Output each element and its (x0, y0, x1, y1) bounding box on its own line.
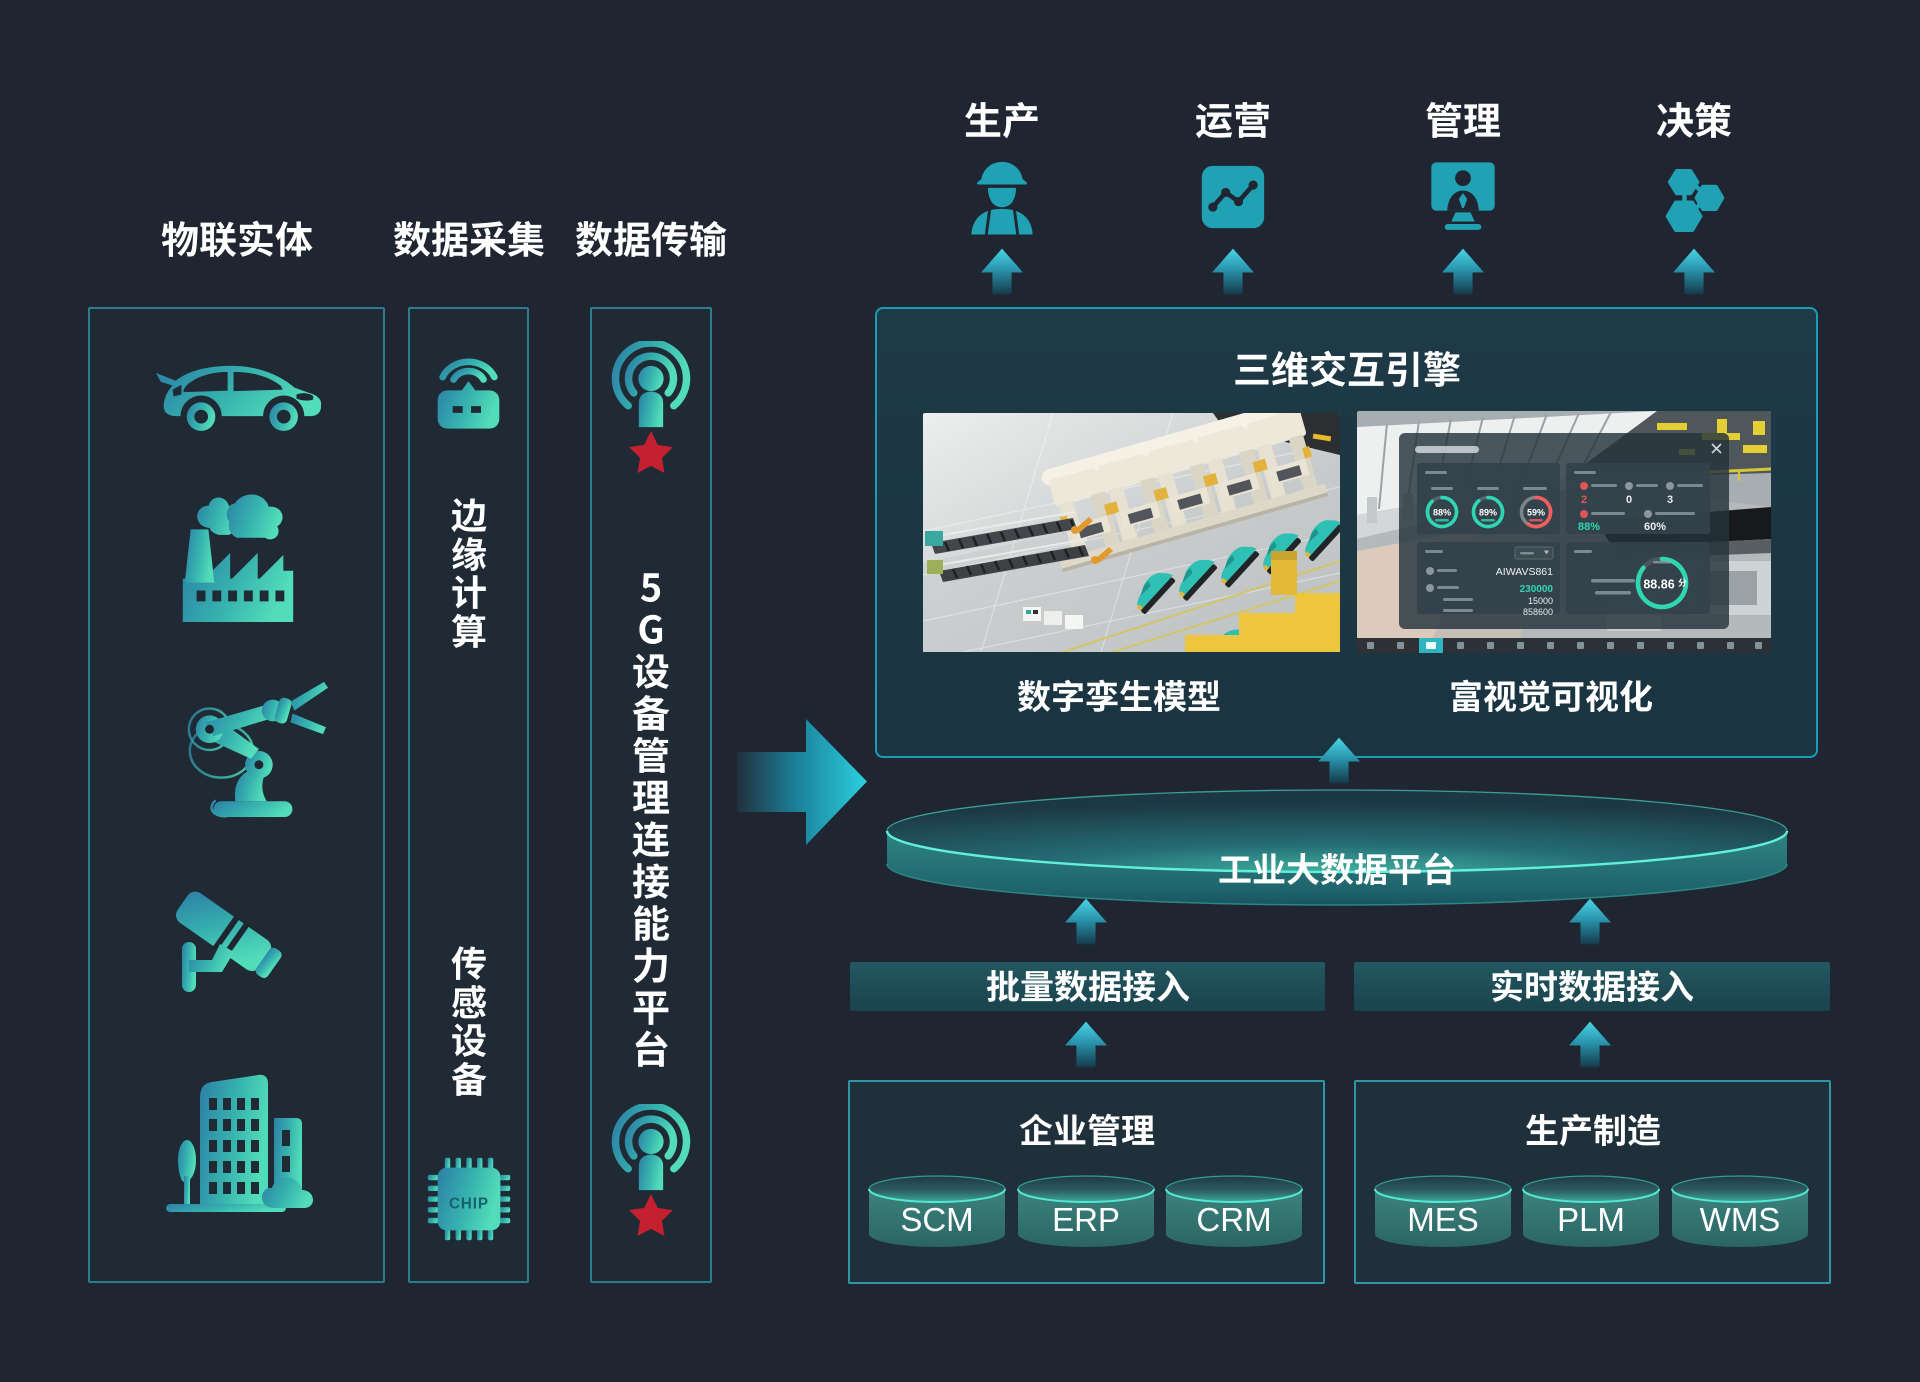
output-hexagon-cluster (1663, 162, 1727, 237)
score-unit: 分 (1676, 576, 1688, 588)
chip-label: CHIP (449, 1195, 489, 1212)
transmit-star-top (629, 431, 673, 478)
system-label: MES (1407, 1201, 1479, 1238)
column-header-data-transmission: 数据传输 (560, 219, 742, 259)
car-icon (155, 365, 322, 431)
platform-disc (885, 789, 1789, 906)
rate-value-2: 60% (1644, 521, 1666, 533)
dash-card-device: AIWAVS861 230000 15000 858600 (1417, 542, 1560, 617)
ingest-label-batch: 批量数据接入 (850, 968, 1325, 1004)
system-label: SCM (900, 1201, 973, 1238)
flow-up-arrow (1212, 248, 1254, 295)
antenna-5g-icon (611, 339, 691, 428)
dash-card-alerts: 2 0 3 88% 60% (1566, 463, 1710, 534)
platform-label: 工业大数据平台 (1080, 851, 1594, 887)
shot-visualization: 88% 89% 59% 2 0 3 88% 60% AIWAVS861 2300… (1357, 411, 1771, 658)
collect-item-chip: CHIP (426, 1154, 512, 1249)
output-worker (969, 158, 1035, 240)
dash-card-score: 88.86 (1566, 542, 1710, 614)
collect-item-edge-router (431, 352, 506, 437)
star-icon (629, 431, 673, 473)
database-cylinder: SCM (868, 1175, 1006, 1247)
transmit-star-bottom (629, 1194, 673, 1241)
city-buildings-icon (166, 1074, 313, 1212)
monitor-person-icon (1431, 162, 1495, 230)
iot-item-car (148, 360, 325, 438)
metric-value-1: 230000 (1520, 584, 1554, 595)
device-model-value: AIWAVS861 (1496, 566, 1553, 578)
output-label-worker: 生产 (922, 101, 1082, 139)
label-edge-computing: 边缘计算 (450, 496, 487, 650)
iot-item-cctv-camera (168, 880, 300, 1011)
label-5g-platform: 5G设备管理连接能力平台 (632, 566, 670, 1070)
output-label-line-chart: 运营 (1153, 101, 1313, 139)
caption-digital-twin: 数字孪生模型 (910, 678, 1327, 714)
iot-item-robot-arm (172, 672, 330, 825)
flow-up-arrow (1065, 898, 1107, 945)
visualization-screenshot: 88% 89% 59% 2 0 3 88% 60% AIWAVS861 2300… (1357, 411, 1771, 653)
ingest-label-realtime: 实时数据接入 (1354, 968, 1830, 1004)
flow-up-arrow (1569, 1021, 1611, 1068)
metric-value-2: 15000 (1528, 596, 1553, 606)
iot-item-factory (170, 488, 305, 631)
database-cylinder: ERP (1017, 1175, 1155, 1247)
flow-up-arrow (1318, 737, 1360, 784)
transmit-antenna-bottom (608, 1102, 694, 1199)
metric-value-3: 858600 (1523, 607, 1553, 617)
caption-visualization: 富视觉可视化 (1344, 678, 1758, 714)
flow-up-arrow (1673, 248, 1715, 295)
system-label: CRM (1196, 1201, 1271, 1238)
column-header-iot-entities: 物联实体 (88, 219, 385, 259)
rate-value-1: 88% (1578, 521, 1600, 533)
ingest-bar-realtime (1354, 962, 1830, 1011)
factory-icon (182, 494, 294, 623)
output-label-monitor-person: 管理 (1383, 101, 1543, 139)
output-monitor-person (1428, 158, 1498, 240)
line-chart-icon (1201, 165, 1265, 229)
flow-up-arrow (1442, 248, 1484, 295)
antenna-5g-icon (611, 1102, 691, 1191)
dash-card-staff: 88% 89% 59% (1417, 463, 1560, 534)
counter-value-1: 2 (1581, 494, 1587, 506)
column-header-data-collection: 数据采集 (393, 219, 544, 259)
chip-icon: CHIP (427, 1157, 511, 1241)
counter-value-3: 3 (1667, 494, 1673, 506)
cctv-camera-icon (175, 891, 282, 992)
gauge-value-3: 59% (1527, 507, 1545, 517)
label-sensor-devices: 传感设备 (450, 944, 487, 1098)
digital-twin-screenshot (923, 413, 1340, 657)
flow-up-arrow (1065, 1021, 1107, 1068)
gauge-value-2: 89% (1479, 507, 1497, 517)
chip-pins (427, 1157, 511, 1241)
system-label: PLM (1557, 1201, 1625, 1238)
data-collection-box (408, 307, 529, 1283)
edge-router-icon (437, 358, 500, 429)
toolbar-icons (1367, 642, 1762, 649)
source-title-enterprise: 企业管理 (848, 1112, 1325, 1148)
database-cylinder: MES (1374, 1175, 1512, 1247)
engine-panel-title: 三维交互引擎 (875, 349, 1818, 389)
database-cylinder: WMS (1671, 1175, 1809, 1247)
hexagon-cluster-icon (1665, 169, 1725, 232)
output-line-chart (1200, 164, 1266, 235)
source-title-manufacturing: 生产制造 (1354, 1112, 1831, 1148)
star-icon (629, 1194, 673, 1236)
output-label-hexagon-cluster: 决策 (1614, 101, 1774, 139)
transmit-antenna-top (608, 339, 694, 436)
worker-icon (971, 161, 1033, 235)
system-label: ERP (1052, 1201, 1120, 1238)
database-cylinder: PLM (1522, 1175, 1660, 1247)
robot-arm-icon (187, 681, 328, 818)
database-cylinder: CRM (1165, 1175, 1303, 1247)
flow-up-arrow (1569, 898, 1611, 945)
shot-digital-twin (923, 413, 1340, 657)
gauge-value-1: 88% (1433, 507, 1451, 517)
system-label: WMS (1700, 1201, 1781, 1238)
ingest-bar-batch (850, 962, 1325, 1011)
iot-item-city-buildings (162, 1056, 318, 1219)
counter-value-2: 0 (1626, 494, 1632, 506)
big-flow-arrow (737, 719, 867, 845)
score-value: 88.86 (1643, 577, 1674, 591)
flow-up-arrow (981, 248, 1023, 295)
